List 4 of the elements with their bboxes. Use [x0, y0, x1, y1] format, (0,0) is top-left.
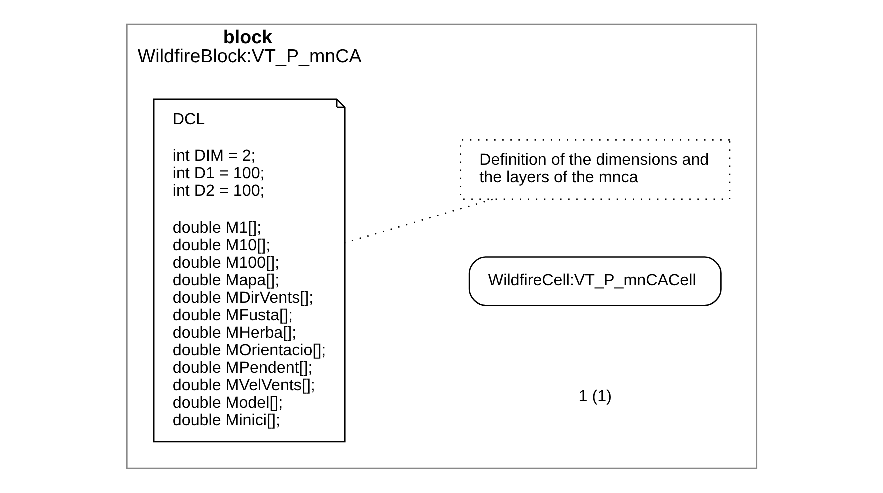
label: 1 (1)	[578, 387, 612, 406]
node-box: WildfireCell:VT_P_mnCACell	[468, 256, 722, 306]
connector	[344, 198, 493, 244]
node-box: Definition of the dimensions and the layers of the mnca	[460, 140, 730, 200]
